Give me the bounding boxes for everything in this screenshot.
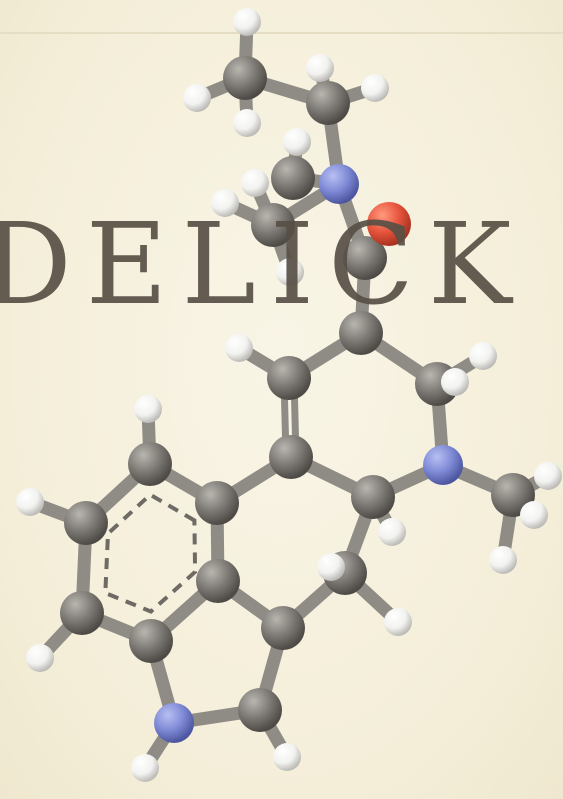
carbon-atom	[64, 501, 108, 545]
hydrogen-atom	[520, 501, 548, 529]
hydrogen-atom	[534, 462, 562, 490]
hydrogen-atom	[306, 54, 334, 82]
aromatic-ring-layer	[103, 492, 198, 614]
aromatic-ring-dashes	[103, 492, 198, 614]
carbon-atom	[339, 311, 383, 355]
hydrogen-atom	[16, 488, 44, 516]
hydrogen-atom	[378, 518, 406, 546]
hydrogen-atom	[469, 342, 497, 370]
title-text: DELICK	[0, 205, 526, 325]
hydrogen-atom	[317, 553, 345, 581]
hydrogen-atom	[233, 8, 261, 36]
carbon-atom	[267, 356, 311, 400]
carbon-atom	[60, 591, 104, 635]
hydrogen-atom	[134, 395, 162, 423]
hydrogen-atom	[211, 189, 239, 217]
atom-layer	[16, 8, 562, 782]
hydrogen-atom	[241, 169, 269, 197]
hydrogen-atom	[183, 84, 211, 112]
hydrogen-atom	[131, 754, 159, 782]
hydrogen-atom	[283, 128, 311, 156]
nitrogen-atom	[319, 164, 359, 204]
hydrogen-atom	[26, 644, 54, 672]
hydrogen-atom	[361, 74, 389, 102]
carbon-atom	[128, 442, 172, 486]
carbon-atom	[238, 688, 282, 732]
carbon-atom	[351, 475, 395, 519]
carbon-atom	[343, 236, 387, 280]
hydrogen-atom	[233, 109, 261, 137]
carbon-atom	[269, 435, 313, 479]
carbon-atom	[223, 56, 267, 100]
top-divider-line	[0, 32, 563, 34]
oxygen-atom	[367, 202, 411, 246]
nitrogen-atom	[154, 703, 194, 743]
carbon-atom	[195, 481, 239, 525]
carbon-atom	[251, 203, 295, 247]
carbon-atom	[261, 606, 305, 650]
hydrogen-atom	[384, 608, 412, 636]
nitrogen-atom	[423, 445, 463, 485]
carbon-atom	[196, 559, 240, 603]
hydrogen-atom	[276, 258, 304, 286]
hydrogen-atom	[225, 334, 253, 362]
hydrogen-atom	[273, 743, 301, 771]
carbon-atom	[129, 619, 173, 663]
carbon-atom	[306, 81, 350, 125]
carbon-atom	[271, 156, 315, 200]
hydrogen-atom	[441, 368, 469, 396]
hydrogen-atom	[489, 546, 517, 574]
